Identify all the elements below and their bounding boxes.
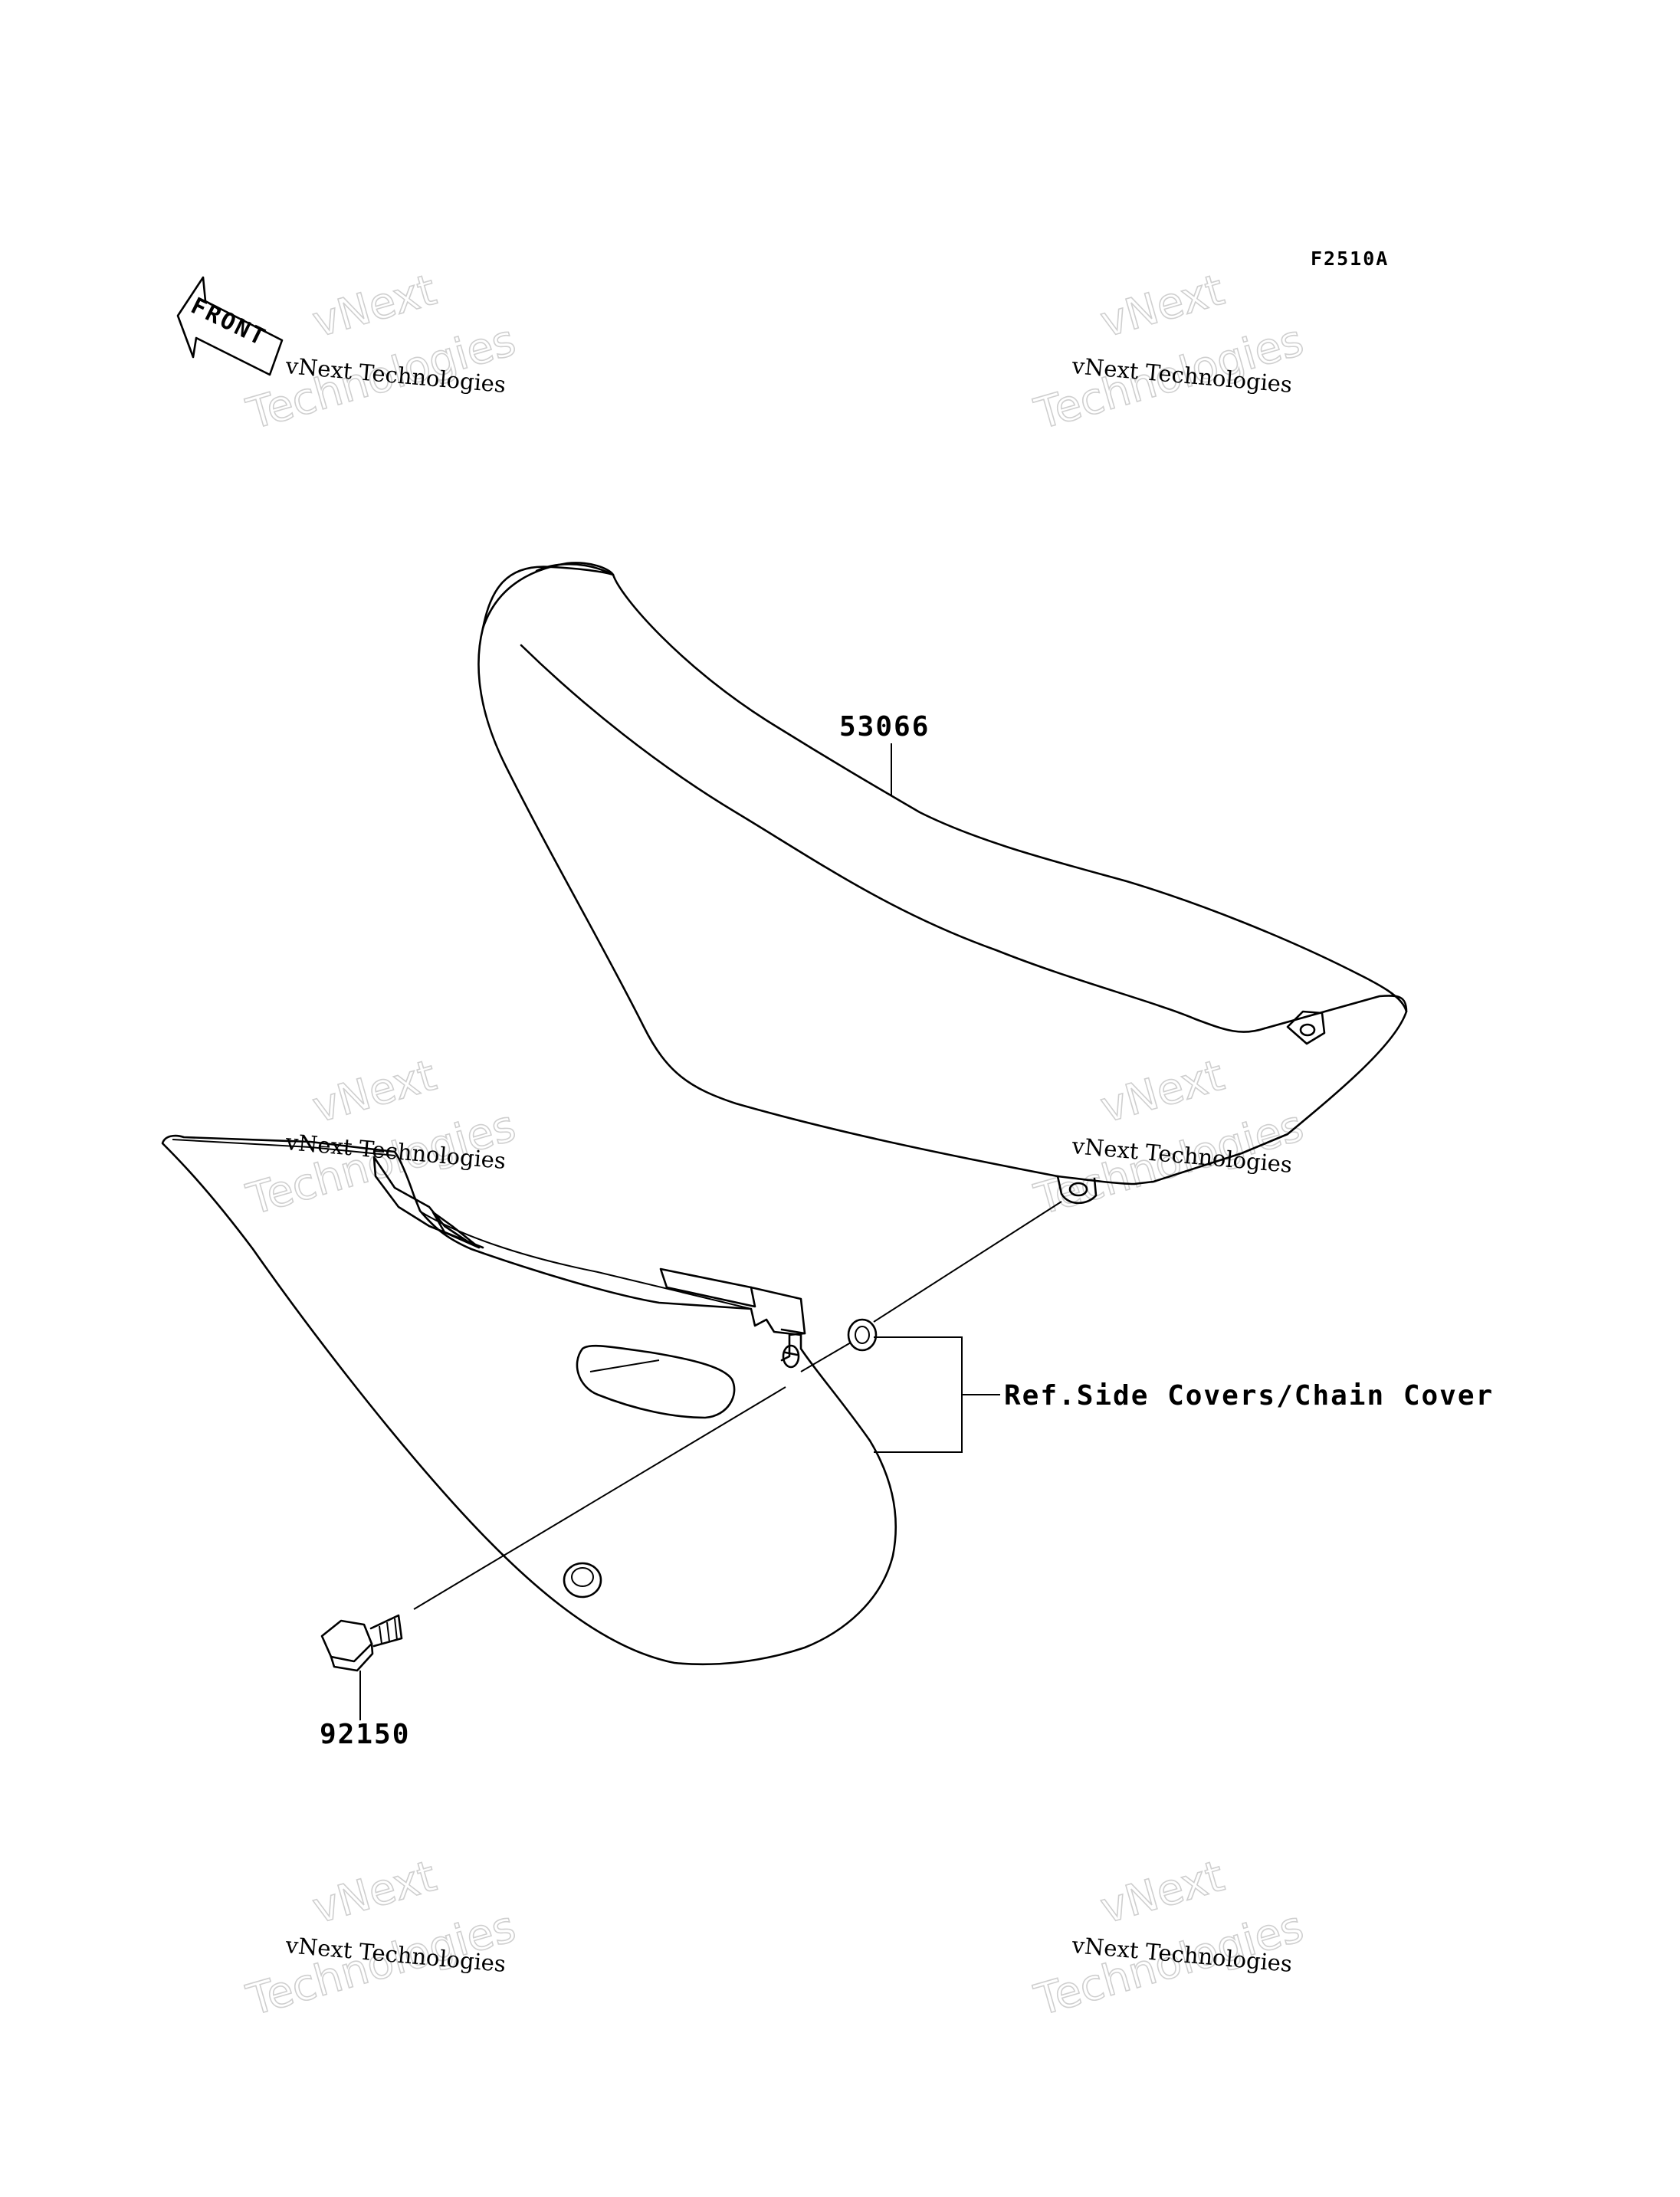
side-cover-part xyxy=(161,1134,897,1666)
watermark-mid-left: vNext Technologies vNext Technologies xyxy=(241,1050,521,1225)
watermark-line1: vNext xyxy=(307,1851,441,1934)
front-arrow-icon: FRONT xyxy=(176,276,284,376)
reference-label: Ref.Side Covers/Chain Cover xyxy=(1004,1380,1494,1412)
watermark-line1: vNext xyxy=(1095,1851,1229,1934)
watermark-line1: vNext xyxy=(1095,265,1229,348)
figure-code: F2510A xyxy=(1311,248,1389,270)
bolt-part xyxy=(320,1614,403,1672)
watermark-line1: vNext xyxy=(307,265,441,348)
watermark-mid-right: vNext Technologies vNext Technologies xyxy=(1029,1050,1309,1225)
front-label: FRONT xyxy=(186,293,271,353)
part-number-92150: 92150 xyxy=(320,1719,410,1750)
watermark-bottom-right: vNext Technologies vNext Technologies xyxy=(1029,1851,1309,2026)
watermark-line1: vNext xyxy=(1095,1051,1229,1133)
watermark-bottom-left: vNext Technologies vNext Technologies xyxy=(241,1851,521,2026)
watermark-line1: vNext xyxy=(307,1051,441,1133)
grommet-part xyxy=(847,1318,878,1352)
seat-part xyxy=(477,562,1408,1205)
leader-lines xyxy=(359,743,1062,1720)
watermark-top-left: vNext Technologies vNext Technologies xyxy=(241,264,521,440)
part-number-53066: 53066 xyxy=(839,711,930,743)
watermark-top-right: vNext Technologies vNext Technologies xyxy=(1029,264,1309,440)
